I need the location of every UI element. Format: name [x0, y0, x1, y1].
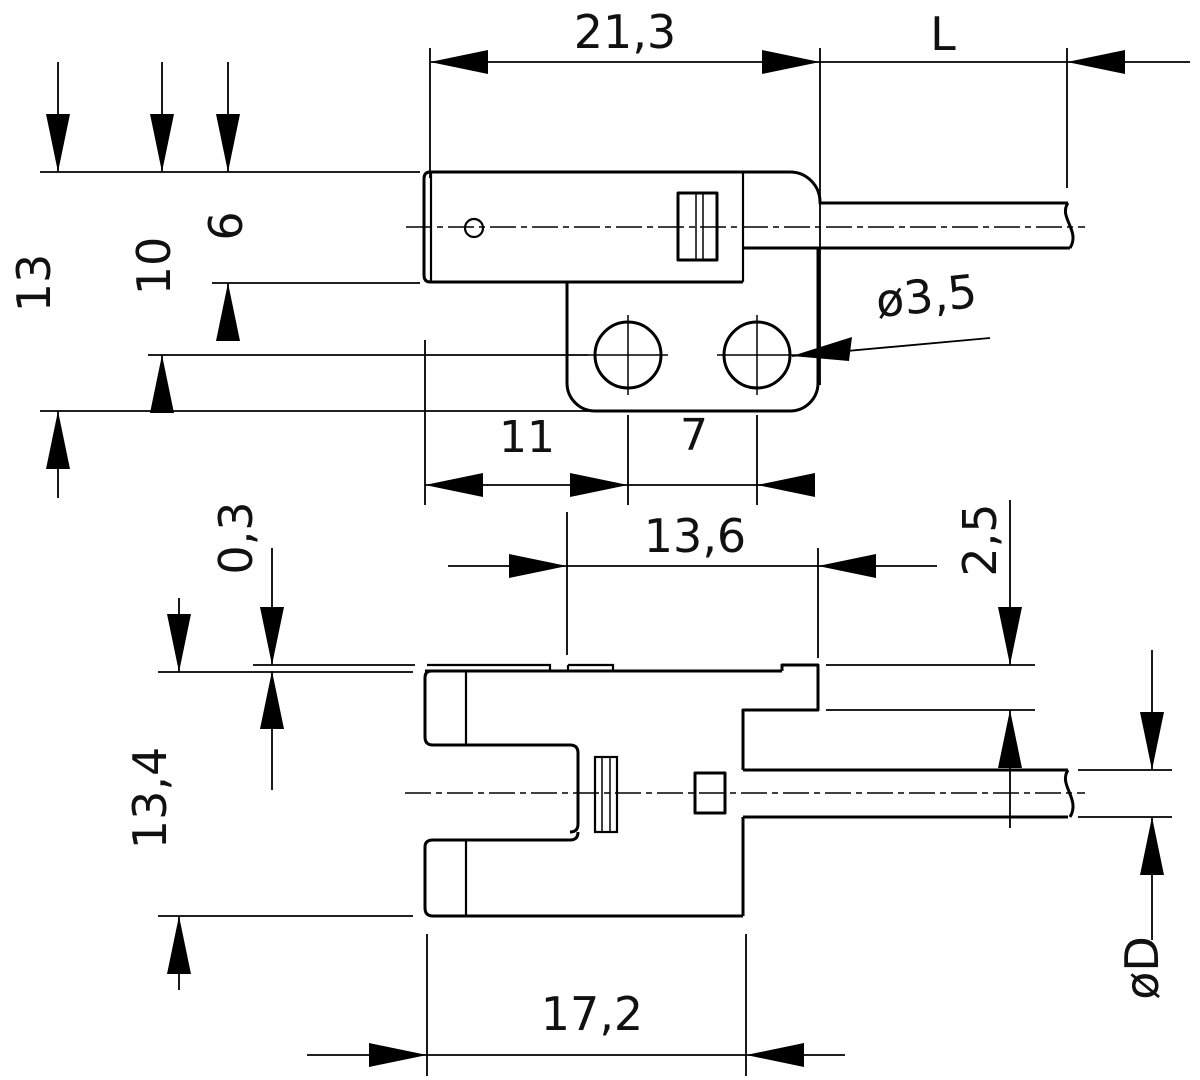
small-hole [463, 217, 485, 239]
arrowhead [150, 114, 174, 172]
arrowhead [762, 50, 820, 74]
dim-label-13: 13 [7, 254, 61, 313]
arrowhead [430, 50, 488, 74]
dim-label-13-4: 13,4 [123, 747, 177, 849]
dim-label-13-6: 13,6 [644, 509, 746, 563]
arrowhead [998, 710, 1022, 768]
body-bottom-face [423, 817, 745, 918]
top-view-dimensions: 21,3 L 13 10 6 11 7 ø3,5 [7, 5, 1190, 505]
arrowhead [369, 1043, 427, 1067]
arrowhead [167, 614, 191, 672]
arrowhead [425, 473, 483, 497]
dim-extension-lines-heights [40, 171, 598, 412]
dim-label-11: 11 [499, 412, 555, 463]
top-view-part-outline [406, 170, 1085, 413]
flange-outline [565, 248, 820, 413]
dim-label-cable-dia: øD [1115, 936, 1169, 1000]
dim-lines-bv-height [158, 598, 413, 990]
sensor-body-top-edge [433, 170, 1068, 205]
arrowhead [792, 337, 852, 361]
dim-extension-lines-length [429, 48, 1068, 385]
arrowhead [216, 114, 240, 172]
dim-extension-lines-holes [424, 340, 758, 505]
dim-label-L: L [930, 7, 956, 61]
dim-label-2-5: 2,5 [953, 503, 1007, 576]
dim-label-10: 10 [127, 237, 181, 296]
dim-label-17-2: 17,2 [541, 987, 643, 1041]
arrowhead [1067, 50, 1125, 74]
arrowhead [998, 607, 1022, 665]
optical-element-slot [593, 755, 619, 834]
arrowhead [746, 1043, 804, 1067]
dim-label-0-3: 0,3 [209, 501, 263, 574]
slot-root-corner [569, 831, 580, 842]
top-view: 21,3 L 13 10 6 11 7 ø3,5 [7, 5, 1190, 505]
optical-element-slot-lines [601, 757, 611, 832]
arrowhead [167, 916, 191, 974]
arrowhead [509, 554, 567, 578]
dim-lines-plate [253, 548, 415, 790]
arrowhead [260, 607, 284, 665]
dim-lines-step [826, 500, 1035, 828]
arrowhead [1140, 817, 1164, 875]
arrowhead [570, 473, 628, 497]
bottom-view-dimensions: 13,6 0,3 13,4 2,5 øD [123, 500, 1172, 1076]
dim-label-6: 6 [199, 211, 253, 240]
cable-break-line [1063, 202, 1075, 249]
arrowhead [150, 355, 174, 413]
dim-label-7: 7 [680, 410, 708, 461]
hole-center-crosses [588, 315, 797, 395]
fork-prongs-inner [423, 669, 580, 908]
arrowhead [260, 671, 284, 729]
arrowhead [818, 554, 876, 578]
arrowhead [46, 411, 70, 469]
dim-extension-lines-inner-width [566, 512, 819, 658]
arrowhead [757, 473, 815, 497]
arrowhead [46, 114, 70, 172]
bottom-view: 13,6 0,3 13,4 2,5 øD [123, 500, 1172, 1076]
bottom-view-part-outline [405, 663, 1085, 918]
step-block [741, 663, 820, 770]
dim-lines-cable-dia [1078, 650, 1172, 940]
dim-extension-lines-body-width [426, 934, 747, 1076]
arrowhead [1140, 712, 1164, 770]
arrowhead [216, 283, 240, 341]
dim-label-hole-dia: ø3,5 [873, 264, 979, 328]
cable-edges [743, 768, 1068, 819]
dim-label-21-3: 21,3 [574, 5, 676, 59]
